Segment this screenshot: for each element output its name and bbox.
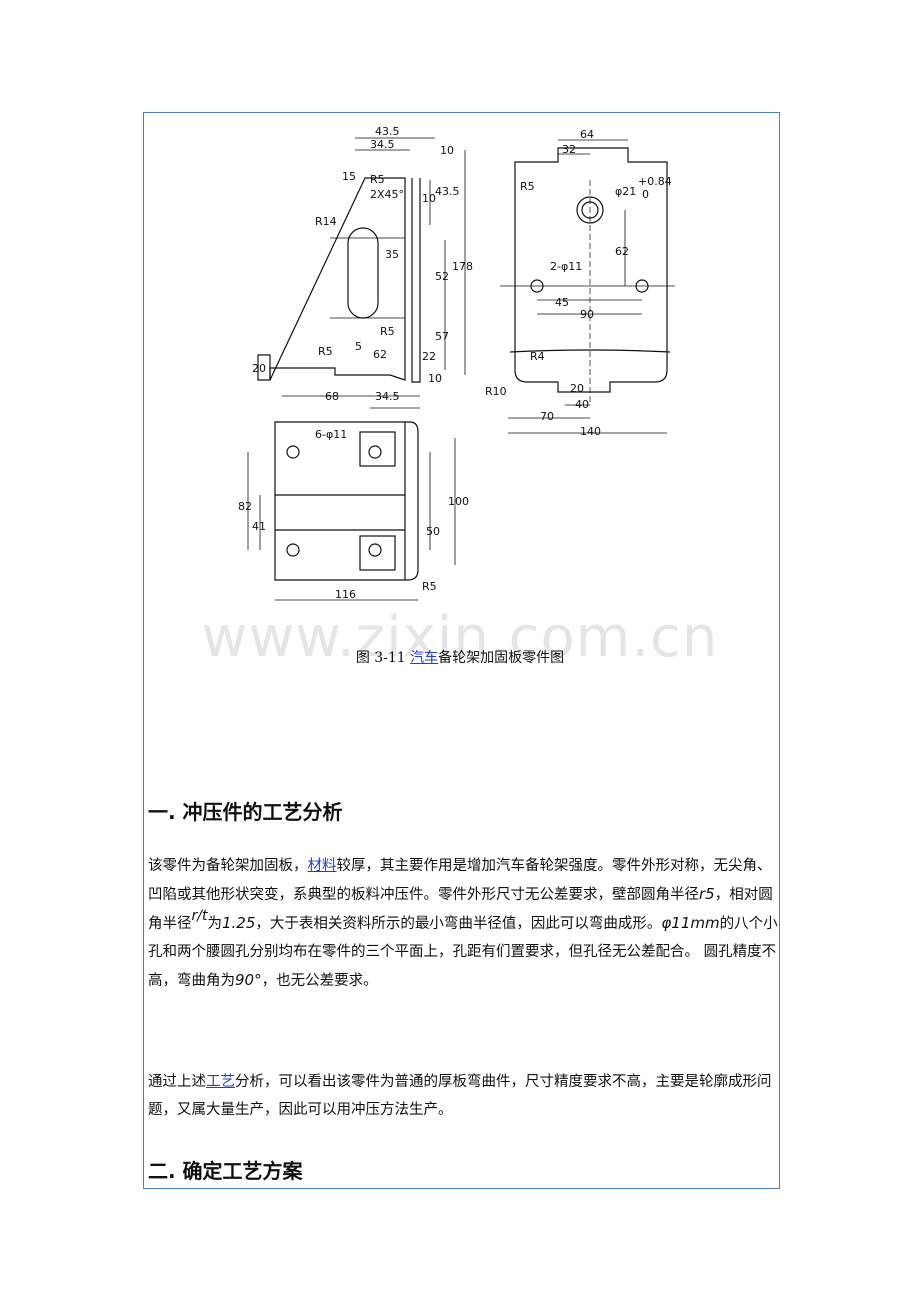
material-link[interactable]: 材料: [307, 858, 337, 874]
dim-chamfer: 2X45°: [370, 188, 404, 201]
math-phi11mm: φ11mm: [661, 914, 720, 932]
dim-43.5: 43.5: [375, 125, 400, 138]
section2-heading: 二. 确定工艺方案: [148, 1159, 303, 1183]
dim-100: 100: [448, 495, 469, 508]
dim-90: 90: [580, 308, 594, 321]
math-r5: r5: [699, 885, 715, 903]
dim-34.5-top: 34.5: [370, 138, 395, 151]
p2-text-a: 通过上述: [148, 1074, 206, 1090]
p1-text-a: 该零件为备轮架加固板，: [148, 858, 308, 874]
dim-2-holes: 2-φ11: [550, 260, 582, 273]
dim-62-side: 62: [373, 348, 387, 361]
dim-140: 140: [580, 425, 601, 438]
p1-text-e: ，大于表相关资料所示的最小弯曲半径值，因此可以弯曲成形。: [255, 916, 662, 932]
math-r-over-t: r/t: [191, 908, 208, 924]
dim-35: 35: [385, 248, 399, 261]
dim-116: 116: [335, 588, 356, 601]
p1-text-f: 的八个小孔和两个腰圆孔分别均布在零件的三个平面上，孔距有们置要求，但孔径无公差配…: [148, 916, 778, 989]
p2-text-b: 分析，可以看出该零件为普通的厚板弯曲件，尺寸精度要求不高，主要是轮廓成形问题，又…: [148, 1074, 772, 1118]
section1-heading: 一. 冲压件的工艺分析: [148, 800, 343, 824]
dim-82: 82: [238, 500, 252, 513]
math-1.25: 1.25: [221, 914, 256, 932]
dim-tolerance-upper: +0.84: [638, 175, 672, 188]
dim-68: 68: [325, 390, 339, 403]
dim-45: 45: [555, 296, 569, 309]
dim-52: 52: [435, 270, 449, 283]
content-frame: [143, 112, 780, 1189]
dim-20-front: 20: [570, 382, 584, 395]
dim-43.5-side: 43.5: [435, 185, 460, 198]
dim-70: 70: [540, 410, 554, 423]
p1-text-d: 为: [207, 916, 222, 932]
dim-62-front: 62: [615, 245, 629, 258]
p1-text-g: ，也无公差要求。: [261, 973, 378, 989]
dim-10-bottom: 10: [428, 372, 442, 385]
dim-22: 22: [422, 350, 436, 363]
math-90deg: 90°: [235, 971, 262, 989]
dim-r5-c: R5: [318, 345, 333, 358]
dim-50: 50: [426, 525, 440, 538]
part-drawing: 43.5 34.5 10 15 R5 2X45° 10 43.5 R14 35 …: [230, 120, 690, 610]
dim-178: 178: [452, 260, 473, 273]
dim-r5-b: R5: [380, 325, 395, 338]
dim-34.5-bottom: 34.5: [375, 390, 400, 403]
process-link[interactable]: 工艺: [206, 1074, 235, 1090]
dim-32: 32: [562, 143, 576, 156]
section1-paragraph2: 通过上述工艺分析，可以看出该零件为普通的厚板弯曲件，尺寸精度要求不高，主要是轮廓…: [148, 1068, 778, 1124]
dim-10-top: 10: [440, 144, 454, 157]
dim-10-mid: 10: [422, 192, 436, 205]
caption-link[interactable]: 汽车: [410, 650, 439, 666]
dim-40: 40: [575, 398, 589, 411]
dim-20-side: 20: [252, 362, 266, 375]
dim-phi21: φ21: [615, 185, 636, 198]
dim-r5-e: R5: [422, 580, 437, 593]
dim-r4: R4: [530, 350, 545, 363]
dim-5: 5: [355, 340, 362, 353]
watermark: www.zixin.com.cn: [201, 605, 719, 670]
dim-41: 41: [252, 520, 266, 533]
caption-prefix: 图 3-11: [355, 650, 406, 666]
dim-r5-d: R5: [520, 180, 535, 193]
caption-suffix: 备轮架加固板零件图: [438, 650, 565, 666]
dim-r14: R14: [315, 215, 337, 228]
dim-64: 64: [580, 128, 594, 141]
section1-paragraph1: 该零件为备轮架加固板，材料较厚，其主要作用是增加汽车备轮架强度。零件外形对称，无…: [148, 852, 778, 995]
p1-text-b: 较厚，其主要作用是增加汽车备轮架强度。零件外形对称，无尖角、凹陷或其他形状突变，…: [148, 858, 772, 903]
p1-text-c: ，相对圆角半径: [148, 887, 773, 932]
dim-r5-a: R5: [370, 173, 385, 186]
dim-57: 57: [435, 330, 449, 343]
part-drawing-svg: 43.5 34.5 10 15 R5 2X45° 10 43.5 R14 35 …: [238, 125, 675, 601]
dim-tolerance-lower: 0: [642, 188, 649, 201]
figure-caption: 图 3-11 汽车备轮架加固板零件图: [0, 647, 920, 667]
dim-6-holes: 6-φ11: [315, 428, 347, 441]
dim-r10: R10: [485, 385, 507, 398]
dim-15: 15: [342, 170, 356, 183]
